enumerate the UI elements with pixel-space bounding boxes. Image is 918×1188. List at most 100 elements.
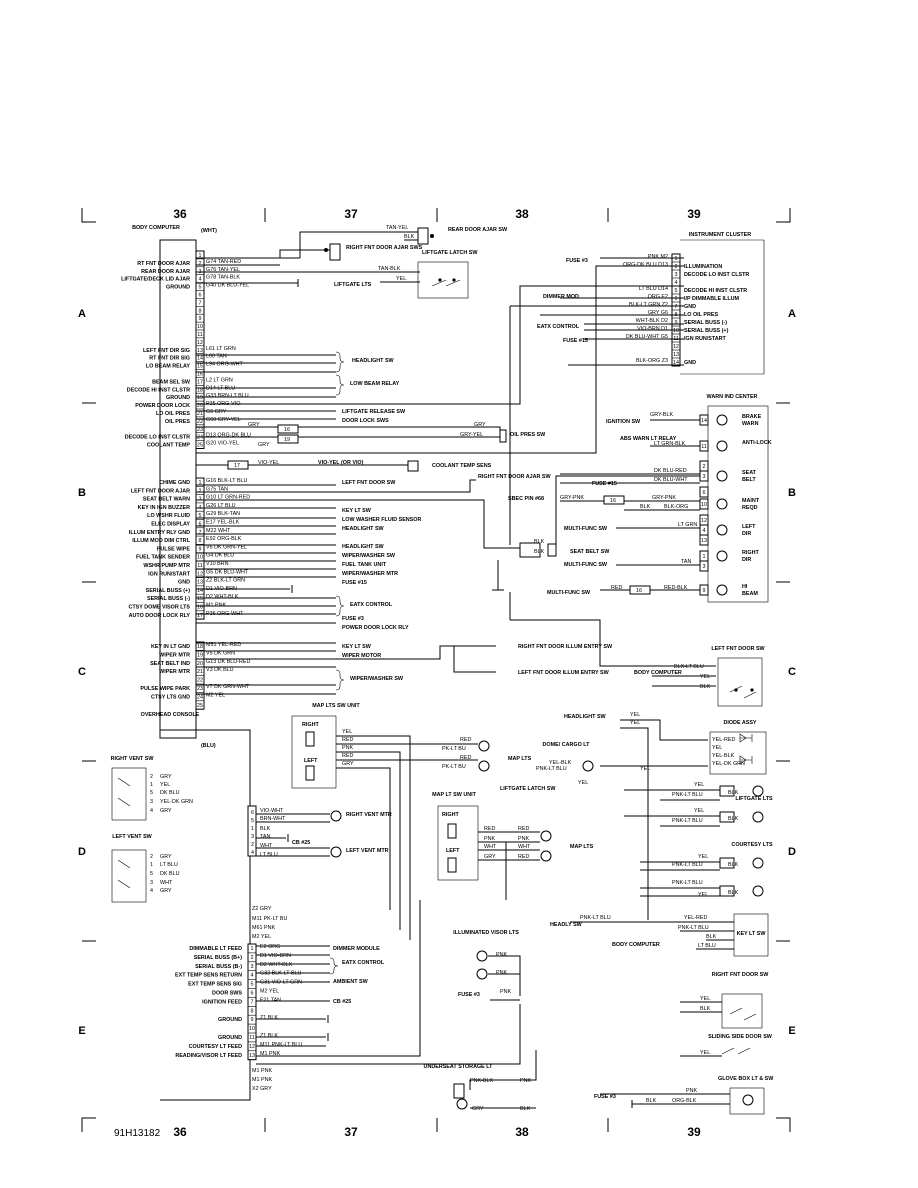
overhead-console-title: OVERHEAD CONSOLE: [141, 712, 200, 718]
bc-g3-pin: 18: [197, 644, 203, 650]
ic-pin: 12: [673, 344, 679, 350]
bc-g2-label: AUTO DOOR LOCK RLY: [129, 613, 191, 619]
oh-up-wire-0: Z2 GRY: [252, 906, 272, 912]
left-fnt-door-sw-component: LEFT FNT DOOR SW BODY COMPUTER BLK-LT BL…: [634, 646, 766, 707]
bc-g2-label: LEFT FNT DOOR AJAR: [131, 488, 190, 494]
right-fnt-door-sw-component: RIGHT FNT DOOR SW YEL BLK: [700, 972, 769, 1029]
blk-wire: BLK: [404, 234, 415, 240]
low-beam-relay-label: LOW BEAM RELAY: [350, 381, 400, 387]
svg-text:YEL-BLK: YEL-BLK: [712, 753, 735, 759]
bc-g2-label: ELEC DISPLAY: [151, 522, 190, 528]
bc-g1-pin: 20: [197, 403, 203, 409]
svg-text:ORG-BLK: ORG-BLK: [672, 1098, 697, 1104]
bc-g1-label: RT FNT DIR SIG: [149, 356, 190, 362]
bc-g1-pin: 12: [197, 340, 203, 346]
bc-g2-pin: 9: [199, 546, 202, 552]
svg-text:BLK: BLK: [700, 684, 711, 690]
ic-fuse15: FUSE #15: [563, 338, 588, 344]
bc-g1-wire: G60 GRY-YEL: [206, 417, 241, 423]
bc-g2-wire: V6 DK GRN-YEL: [206, 544, 247, 550]
svg-text:RED: RED: [342, 753, 353, 759]
ic-label: GND: [684, 304, 696, 310]
bc-g1-pin: 7: [199, 300, 202, 306]
bc-g3-label: CTSY LTS GND: [151, 694, 190, 700]
multi-func-sw-3: MULTI-FUNC SW: [547, 590, 591, 596]
headlight-sw-2-label: HEADLIGHT SW: [342, 526, 385, 532]
wiring: [196, 257, 734, 1109]
svg-text:2: 2: [251, 842, 254, 848]
vent-motors: 6 5 1 3 2 4 VIO-WHT BRN-WHT BLK TAN WHT …: [247, 805, 392, 858]
svg-text:LEFT: LEFT: [304, 758, 318, 764]
wiper-motor-label: WIPER MOTOR: [342, 653, 381, 659]
bc-g1-pin: 8: [199, 308, 202, 314]
bc-g1-wire: G78 TAN-BLK: [206, 275, 240, 281]
warn-lamp-label: DIR: [742, 557, 751, 563]
bc-g1-pin: 24: [197, 435, 203, 441]
oh-label: COURTESY LT FEED: [189, 1044, 243, 1050]
coolant-temp-sens-label: COOLANT TEMP SENS: [432, 463, 492, 469]
liftgate-release-sw-label: LIFTGATE RELEASE SW: [342, 409, 406, 415]
zone-39-bottom: 39: [687, 1125, 701, 1139]
bc-g2-pin: 17: [197, 613, 203, 619]
bc-g2-label: GND: [178, 580, 190, 586]
oh-up-wire-2: M61 PNK: [252, 925, 275, 931]
svg-text:YEL: YEL: [694, 782, 704, 788]
warn-ind-center: 14BRAKEWARN11ANTI-LOCK23SEATBELT610MAINT…: [699, 405, 772, 603]
left-vent-sw: LEFT VENT SW GRY LT BLU DK BLU WHT GRY 2…: [111, 834, 180, 903]
svg-text:COURTESY LTS: COURTESY LTS: [731, 842, 773, 848]
warn-lamp-label: REQD: [742, 505, 758, 511]
bc-g1-wire: L60 TAN: [206, 354, 227, 360]
right-fnt-door-ajar-sws: [279, 243, 341, 261]
warn-pin: 13: [701, 538, 707, 544]
oh-dn-wire-1: M1 PNK: [252, 1077, 272, 1083]
row-d-right: D: [788, 846, 796, 858]
courtesy-lts: COURTESY LTS YEL PNK-LT BLU PNK-LT BLU Y…: [672, 842, 773, 898]
ic-wire: LT BLU D14: [639, 286, 668, 292]
svg-text:GRY-PNK: GRY-PNK: [560, 495, 584, 501]
svg-text:PNK: PNK: [686, 1088, 697, 1094]
bc-g2-wire: G4 DK BLU: [206, 553, 234, 559]
sliding-side-door-sw: SLIDING SIDE DOOR SW YEL: [700, 1034, 773, 1056]
oh-pin: 1: [251, 946, 254, 952]
svg-text:YEL-RED: YEL-RED: [712, 737, 735, 743]
bc-g2-pin: 15: [197, 596, 203, 602]
bc-g3-wire: V5 DK GRN: [206, 650, 235, 656]
ic-wire: WHT-BLK D2: [636, 318, 668, 324]
door-lock-sws-label: DOOR LOCK SWS: [342, 418, 389, 424]
bc-g1-label: POWER DOOR LOCK: [135, 403, 190, 409]
svg-text:5: 5: [150, 790, 153, 796]
lt-grn-wire: LT GRN: [678, 522, 697, 528]
svg-text:CB #25: CB #25: [292, 840, 310, 846]
svg-text:YEL: YEL: [698, 892, 708, 898]
warn-ind-title: WARN IND CENTER: [707, 394, 758, 400]
svg-text:PNK-LT BLU: PNK-LT BLU: [672, 862, 703, 868]
liftgate-lts-label: LIFTGATE LTS: [334, 282, 372, 288]
rear-door-ajar-label: REAR DOOR AJAR SW: [448, 227, 508, 233]
fuse-15-label: FUSE #15: [342, 580, 367, 586]
svg-text:YEL: YEL: [700, 996, 710, 1002]
svg-text:PNK-BLK: PNK-BLK: [470, 1078, 493, 1084]
bc-g1-wire: G40 DK BLU-YEL: [206, 283, 249, 289]
ignition-sw-label: IGNITION SW: [606, 419, 641, 425]
svg-text:DIODE ASSY: DIODE ASSY: [723, 720, 756, 726]
tan-yel-wire: TAN-YEL: [386, 225, 408, 231]
warn-lamp: [716, 414, 728, 426]
bc-g2-label: IGN RUN/START: [148, 571, 191, 577]
bc-g1-pin: 10: [197, 324, 203, 330]
multi-func-sw-2: MULTI-FUNC SW: [564, 562, 608, 568]
bc-g2-label: ILLUM ENTRY RLY GND: [129, 530, 190, 536]
svg-text:BLK: BLK: [728, 816, 739, 822]
bc-g1-wire: G76 TAN-YEL: [206, 267, 240, 273]
svg-text:RIGHT VENT MTR: RIGHT VENT MTR: [346, 812, 392, 818]
key-lt-sw-2-label: KEY LT SW: [342, 644, 372, 650]
wiper-washer-sw-2-label: WIPER/WASHER SW: [350, 676, 404, 682]
warn-lamp-label: BEAM: [742, 591, 758, 597]
bc-g3-pin: 21: [197, 669, 203, 675]
headlight-sw-3-label: HEADLIGHT SW: [342, 544, 385, 550]
bc-g2-wire: G29 BLK-TAN: [206, 511, 240, 517]
bc-g1-wire: L94 ORG-WHT: [206, 362, 244, 368]
warn-lamp-label: BELT: [742, 477, 756, 483]
bc-g2-wire: M22 WHT: [206, 528, 231, 534]
row-c-right: C: [788, 666, 796, 678]
